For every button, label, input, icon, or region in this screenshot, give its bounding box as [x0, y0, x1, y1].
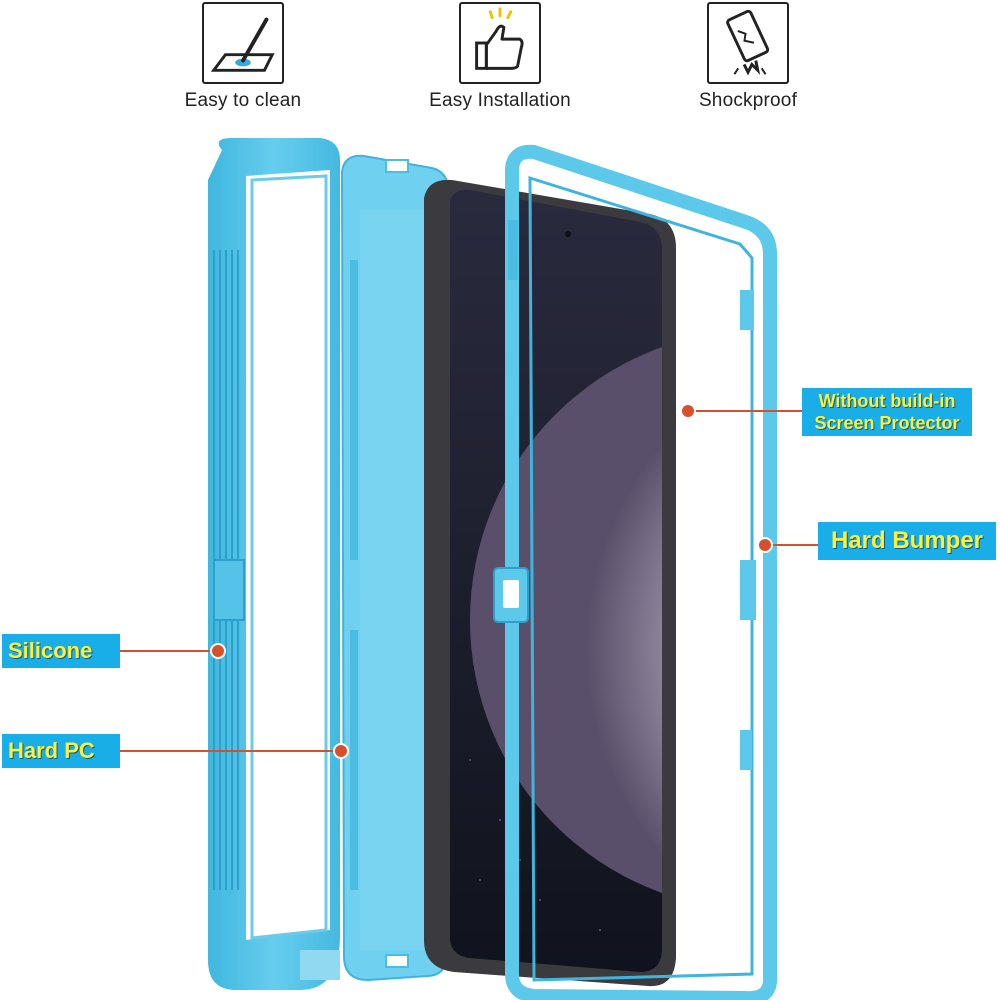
- callout-line-1: Without build-in: [818, 391, 956, 411]
- shattered-phone-icon: [707, 2, 789, 84]
- leader-dot: [333, 743, 349, 759]
- leader-dot: [680, 403, 696, 419]
- hard-bumper-layer: [493, 144, 777, 1000]
- pen-tablet-icon: [202, 2, 284, 84]
- leader-line: [688, 410, 802, 412]
- callout-hard-bumper: Hard Bumper: [818, 522, 996, 560]
- feature-label: Shockproof: [698, 90, 798, 111]
- leader-line: [120, 750, 338, 752]
- callout-hard-pc: Hard PC: [2, 734, 120, 768]
- leader-line: [120, 650, 216, 652]
- callout-silicone: Silicone: [2, 634, 120, 668]
- feature-label: Easy to clean: [184, 90, 302, 111]
- leader-dot: [210, 643, 226, 659]
- feature-easy-installation: Easy Installation: [380, 0, 620, 112]
- feature-easy-to-clean: Easy to clean: [123, 0, 363, 112]
- phone-illustration: [424, 179, 676, 987]
- feature-label: Easy Installation: [429, 90, 571, 111]
- silicone-layer: [208, 138, 340, 990]
- thumbs-up-icon: [459, 2, 541, 84]
- feature-shockproof: Shockproof: [628, 0, 868, 112]
- callout-screen-protector: Without build-in Screen Protector: [802, 388, 972, 436]
- hard-pc-layer: [340, 154, 449, 982]
- callout-line-2: Screen Protector: [814, 413, 960, 433]
- leader-line: [766, 544, 818, 546]
- leader-dot: [757, 537, 773, 553]
